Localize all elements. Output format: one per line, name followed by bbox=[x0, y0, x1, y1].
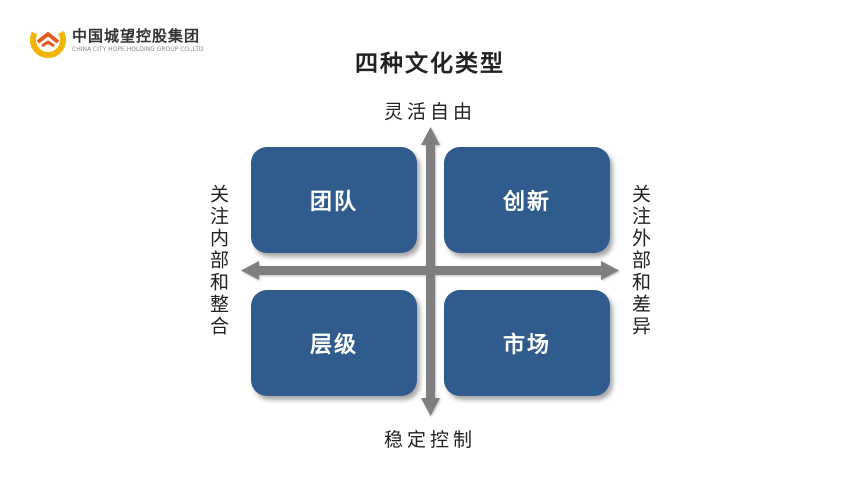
company-logo-icon bbox=[30, 22, 66, 58]
vertical-axis-arrow-down bbox=[421, 398, 440, 416]
quadrant-hierarchy: 层级 bbox=[251, 290, 417, 396]
quadrant-market: 市场 bbox=[444, 290, 610, 396]
horizontal-axis-arrow-right bbox=[601, 261, 619, 280]
horizontal-axis-bar bbox=[258, 266, 603, 275]
axis-label-left: 关注内部和整合 bbox=[207, 184, 229, 338]
vertical-axis-arrow-up bbox=[421, 127, 440, 145]
company-logo: 中国城望控股集团 CHINA CITY HOPE HOLDING GROUP C… bbox=[30, 22, 203, 58]
axis-label-bottom: 稳定控制 bbox=[383, 429, 476, 451]
company-name-en: CHINA CITY HOPE HOLDING GROUP CO.,LTD bbox=[72, 45, 204, 53]
axis-label-right: 关注外部和差异 bbox=[629, 184, 651, 338]
axis-label-top: 灵活自由 bbox=[383, 101, 476, 123]
horizontal-axis-arrow-left bbox=[241, 261, 259, 280]
quadrant-innovation: 创新 bbox=[444, 147, 610, 253]
page-title: 四种文化类型 bbox=[355, 51, 505, 77]
company-name-cn: 中国城望控股集团 bbox=[72, 26, 201, 45]
company-logo-text: 中国城望控股集团 CHINA CITY HOPE HOLDING GROUP C… bbox=[72, 27, 203, 54]
quadrant-team: 团队 bbox=[251, 147, 417, 253]
